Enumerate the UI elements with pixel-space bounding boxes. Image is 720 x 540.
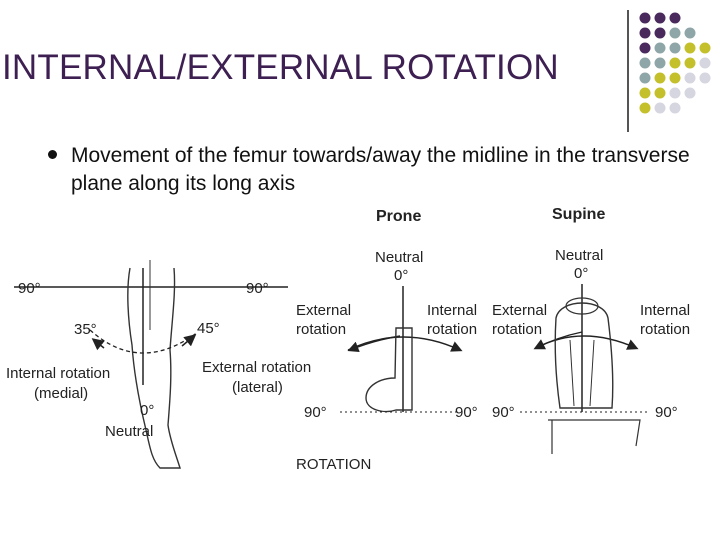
standing-rotation-diagram: 90° 90° 35° 45° Internal rotation (media… (6, 260, 311, 468)
left-top-right-angle: 90° (246, 280, 269, 297)
prone-internal-1: Internal (427, 302, 477, 319)
prone-external-1: External (296, 302, 351, 319)
supine-external-2: rotation (492, 321, 542, 338)
prone-external-2: rotation (296, 321, 346, 338)
bullet-icon (48, 150, 57, 159)
external-rotation-label: External rotation (202, 359, 311, 376)
supine-internal-2: rotation (640, 321, 690, 338)
bullet-text: Movement of the femur towards/away the m… (71, 142, 711, 198)
supine-neutral: Neutral (555, 247, 603, 264)
supine-zero: 0° (574, 265, 588, 282)
supine-internal-1: Internal (640, 302, 690, 319)
decorative-dot-grid (636, 11, 720, 121)
prone-heading: Prone (376, 208, 421, 225)
title-divider (627, 10, 629, 132)
slide-title: INTERNAL/EXTERNAL ROTATION (2, 48, 559, 88)
supine-rotation-diagram: Supine Neutral 0° External rotation Inte… (492, 206, 690, 454)
prone-right-90: 90° (455, 404, 478, 421)
left-top-left-angle: 90° (18, 280, 41, 297)
external-rotation-sub: (lateral) (232, 379, 283, 396)
prone-caption: ROTATION (296, 456, 371, 473)
left-angle-35: 35° (74, 321, 97, 338)
left-zero-angle: 0° (140, 402, 154, 419)
internal-rotation-label: Internal rotation (6, 365, 110, 382)
prone-internal-2: rotation (427, 321, 477, 338)
supine-external-1: External (492, 302, 547, 319)
rotation-figure: 90° 90° 35° 45° Internal rotation (media… (0, 200, 720, 480)
prone-neutral: Neutral (375, 249, 423, 266)
left-neutral-label: Neutral (105, 423, 153, 440)
prone-rotation-diagram: Prone Neutral 0° External rotation Inter… (296, 208, 478, 473)
prone-zero: 0° (394, 267, 408, 284)
supine-left-90: 90° (492, 404, 515, 421)
internal-rotation-sub: (medial) (34, 385, 88, 402)
supine-heading: Supine (552, 206, 605, 223)
supine-right-90: 90° (655, 404, 678, 421)
prone-left-90: 90° (304, 404, 327, 421)
left-angle-45: 45° (197, 320, 220, 337)
